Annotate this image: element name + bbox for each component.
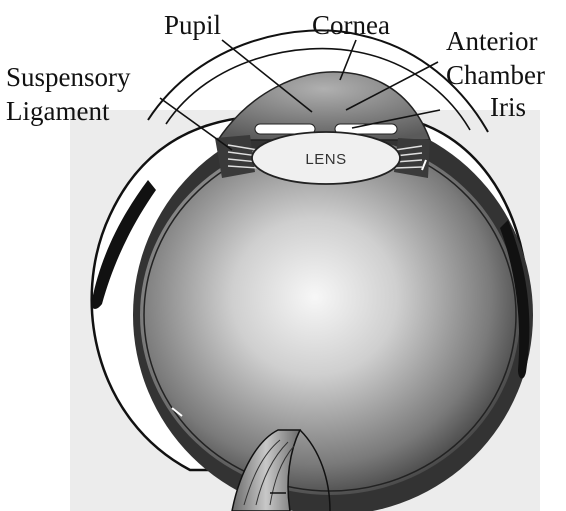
iris-label: Iris (490, 92, 526, 122)
pupil-label: Pupil (164, 10, 221, 40)
chamber-label: Chamber (446, 60, 545, 90)
ligament-label: Ligament (6, 96, 110, 126)
anterior-label: Anterior (446, 26, 537, 56)
cornea-label: Cornea (312, 10, 390, 40)
suspensory-label: Suspensory (6, 62, 131, 92)
vitreous-body (140, 135, 520, 495)
lens-label: LENS (305, 151, 346, 168)
